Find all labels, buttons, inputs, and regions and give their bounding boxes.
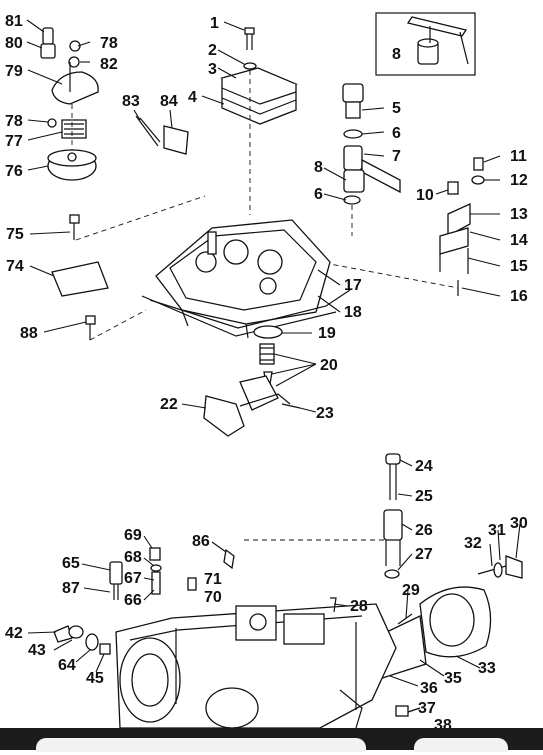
callout-26: 26 xyxy=(415,522,433,539)
callout-76: 76 xyxy=(5,163,23,180)
callout-2: 2 xyxy=(208,42,217,59)
callout-29: 29 xyxy=(402,582,420,599)
callout-84: 84 xyxy=(160,93,178,110)
callout-4: 4 xyxy=(188,89,197,106)
callout-66: 66 xyxy=(124,592,142,609)
callout-20: 20 xyxy=(320,357,338,374)
callout-36: 36 xyxy=(420,680,438,697)
float-and-needle-parts xyxy=(203,325,301,437)
callout-78: 78 xyxy=(100,35,118,52)
callout-65: 65 xyxy=(62,555,80,572)
inset-box xyxy=(375,12,476,76)
callout-43: 43 xyxy=(28,642,46,659)
callout-28: 28 xyxy=(350,598,368,615)
callout-24: 24 xyxy=(415,458,433,475)
callout-16: 16 xyxy=(510,288,528,305)
callout-83: 83 xyxy=(122,93,140,110)
callout-label-layer: 81 80 78 82 79 78 77 76 1 2 3 4 83 84 5 … xyxy=(5,13,528,734)
callout-6: 6 xyxy=(392,125,401,142)
callout-70: 70 xyxy=(204,589,222,606)
callout-78: 78 xyxy=(5,113,23,130)
callout-68: 68 xyxy=(124,549,142,566)
callout-30: 30 xyxy=(510,515,528,532)
callout-8: 8 xyxy=(314,159,323,176)
callout-17: 17 xyxy=(344,277,362,294)
callout-23: 23 xyxy=(316,405,334,422)
callout-75: 75 xyxy=(6,226,24,243)
callout-15: 15 xyxy=(510,258,528,275)
bottom-tab-right xyxy=(414,738,508,752)
callout-27: 27 xyxy=(415,546,433,563)
callout-45: 45 xyxy=(86,670,104,687)
callout-14: 14 xyxy=(510,232,528,249)
bottom-tab-left xyxy=(36,738,366,752)
pull-off-diaphragm-assembly xyxy=(40,27,99,181)
callout-64: 64 xyxy=(58,657,76,674)
callout-74: 74 xyxy=(6,258,24,275)
callout-11: 11 xyxy=(510,148,527,165)
tee-fitting-inset-part xyxy=(406,16,469,65)
callout-8-inset: 8 xyxy=(392,46,401,63)
callout-31: 31 xyxy=(488,522,506,539)
choke-linkage-parts xyxy=(135,115,189,155)
callout-35: 35 xyxy=(444,670,462,687)
accelerator-pump-linkage xyxy=(297,157,485,296)
callout-79: 79 xyxy=(5,63,23,80)
leader-lines xyxy=(26,19,521,713)
callout-18: 18 xyxy=(344,304,362,321)
bracket-and-screws xyxy=(51,195,206,341)
fuel-inlet-valve-assembly xyxy=(342,83,401,236)
callout-69: 69 xyxy=(124,527,142,544)
callout-82: 82 xyxy=(100,56,118,73)
callout-3: 3 xyxy=(208,61,217,78)
callout-87: 87 xyxy=(62,580,80,597)
callout-10: 10 xyxy=(416,187,434,204)
callout-5: 5 xyxy=(392,100,401,117)
callout-7: 7 xyxy=(392,148,401,165)
callout-77: 77 xyxy=(5,133,23,150)
callout-42: 42 xyxy=(5,625,23,642)
callout-88: 88 xyxy=(20,325,38,342)
throttle-flange-parts xyxy=(369,555,523,681)
callout-25: 25 xyxy=(415,488,433,505)
callout-80: 80 xyxy=(5,35,23,52)
callout-67: 67 xyxy=(124,570,142,587)
air-horn-upper-body xyxy=(141,219,351,339)
callout-86: 86 xyxy=(192,533,210,550)
cover-screw-and-plate xyxy=(220,27,298,215)
callout-1: 1 xyxy=(210,15,219,32)
callout-19: 19 xyxy=(318,325,336,342)
callout-81: 81 xyxy=(5,13,23,30)
power-valve-parts xyxy=(244,453,403,579)
callout-33: 33 xyxy=(478,660,496,677)
callout-6: 6 xyxy=(314,186,323,203)
callout-13: 13 xyxy=(510,206,528,223)
callout-12: 12 xyxy=(510,172,528,189)
callout-32: 32 xyxy=(464,535,482,552)
callout-22: 22 xyxy=(160,396,178,413)
callout-71: 71 xyxy=(204,571,222,588)
throttle-body-lower xyxy=(115,603,397,729)
callout-37: 37 xyxy=(418,700,436,717)
